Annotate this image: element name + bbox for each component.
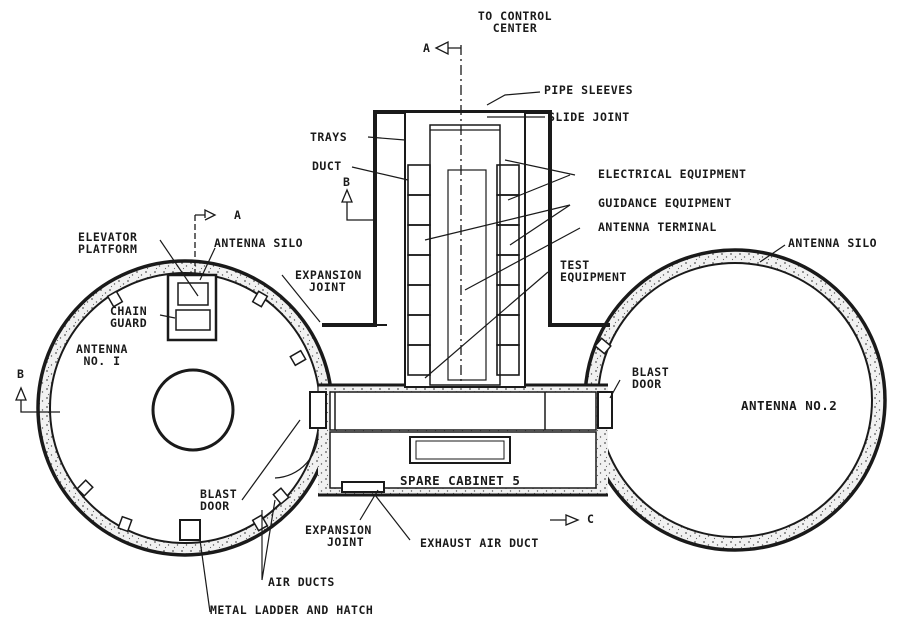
to-control-center-line1: TO CONTROL [477,9,553,23]
right-blast-door [597,391,613,429]
section-a-left-label: A [234,208,242,222]
elevator-platform-line2: PLATFORM [78,242,138,256]
expansion-joint-top-line2: JOINT [309,280,347,294]
section-a-top-label: A [423,41,431,55]
section-arrow-c [550,514,580,526]
elevator-platform [166,273,218,342]
right-antenna-silo [583,248,887,552]
antenna-silo-right-label: ANTENNA SILO [788,236,878,250]
test-equipment-line2: EQUIPMENT [560,270,627,284]
elevator-platform-line1: ELEVATOR [78,230,138,244]
electrical-equipment-label: ELECTRICAL EQUIPMENT [598,167,747,181]
section-c-label: C [587,512,595,526]
expansion-joint-bottom-line2: JOINT [327,535,365,549]
expansion-joint-top-label: EXPANSION JOINT [295,269,362,293]
antenna-terminal-label: ANTENNA TERMINAL [598,220,717,234]
expansion-joint-bottom-label: EXPANSION JOINT [305,524,372,548]
left-blast-door [274,385,319,479]
air-ducts-label: AIR DUCTS [268,575,335,589]
test-equipment-label: TEST EQUIPMENT [560,259,627,283]
blast-door-left-label: BLAST DOOR [200,488,237,512]
section-arrow-b-left [15,386,60,413]
antenna-no1-line1: ANTENNA [76,342,128,356]
exhaust-air-duct-box [341,481,385,493]
blast-door-right-line2: DOOR [632,377,662,391]
connecting-tunnel [318,383,608,497]
air-duct-lumps [76,290,612,533]
spare-cabinet-label: SPARE CABINET 5 [400,473,521,488]
section-arrow-b-upper [341,188,375,221]
blast-door-right-line1: BLAST [632,365,670,379]
section-b-left-label: B [17,367,25,381]
to-control-center-line2: CENTER [492,21,538,35]
chain-guard-line1: CHAIN [110,304,148,318]
duct-label: DUCT [312,159,342,173]
trays-label: TRAYS [310,130,348,144]
exhaust-air-duct-label: EXHAUST AIR DUCT [420,536,539,550]
spare-cabinet-box [409,436,511,464]
antenna-no1-line2: NO. I [83,354,121,368]
to-control-center-label: TO CONTROL CENTER [465,10,565,34]
slide-joint-label: SLIDE JOINT [548,110,630,124]
expansion-joint-bottom-line1: EXPANSION [305,523,372,537]
chain-guard-line2: GUARD [110,316,148,330]
equipment-room-interior [404,111,526,388]
blast-door-right-label: BLAST DOOR [632,366,669,390]
antenna-silo-left-label: ANTENNA SILO [214,236,304,250]
section-b-upper-label: B [343,175,351,189]
blast-door-left-line1: BLAST [200,487,238,501]
expansion-joint-top-line1: EXPANSION [295,268,362,282]
metal-ladder-hatch [179,519,201,541]
elevator-platform-label: ELEVATOR PLATFORM [78,231,137,255]
metal-ladder-label: METAL LADDER AND HATCH [210,603,374,617]
pipe-sleeves-label: PIPE SLEEVES [544,83,634,97]
guidance-equipment-label: GUIDANCE EQUIPMENT [598,196,732,210]
chain-guard-label: CHAIN GUARD [110,305,147,329]
antenna-no2-label: ANTENNA NO.2 [741,398,838,413]
blast-door-left-line2: DOOR [200,499,230,513]
section-arrow-a-left [195,208,217,221]
right-cabinet-column [496,164,520,376]
test-equipment-line1: TEST [560,258,590,272]
section-arrow-a-top [434,40,461,56]
antenna-1-center-column [151,368,235,452]
antenna-no1-label: ANTENNA NO. I [62,343,142,367]
